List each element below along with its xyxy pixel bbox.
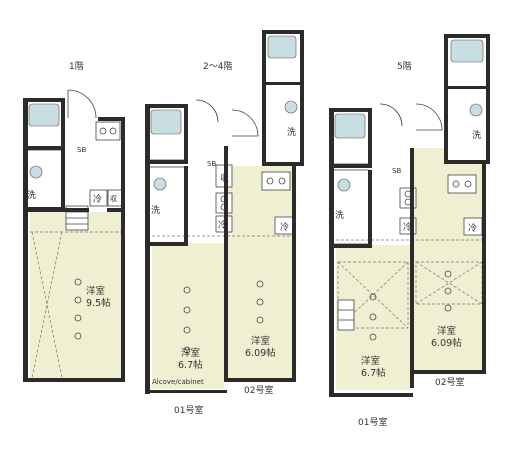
wash-label-5f-02: 洗 xyxy=(472,129,481,141)
stove-icon xyxy=(261,171,291,191)
toilet-icon xyxy=(29,165,43,179)
room-02-label-5f: 02号室 xyxy=(435,376,464,388)
floor-5-plan: 5階 洗 SB 冷 洗 冷 xyxy=(329,34,490,428)
stove-icon xyxy=(95,121,121,141)
room-02-5f-size: 6.09帖 xyxy=(431,337,462,349)
room-01-size: 6.7帖 xyxy=(178,359,203,371)
shoe-box-label-5f: SB xyxy=(392,167,401,175)
shoe-box-label-1f: SB xyxy=(77,146,86,154)
wash-label-02: 洗 xyxy=(287,126,296,138)
ladder-5f xyxy=(337,299,355,331)
room-01-type: 洋室 xyxy=(181,347,200,359)
wash-label-1f: 洗 xyxy=(27,189,36,201)
light-fixture-icon xyxy=(183,286,191,294)
toilet-icon xyxy=(337,178,351,192)
toilet-icon xyxy=(284,100,298,114)
floor-5-label: 5階 xyxy=(397,61,412,72)
fridge-label-5f-02: 冷 xyxy=(468,222,477,234)
room-1f-type: 洋室 xyxy=(86,285,105,297)
bathtub-icon xyxy=(334,113,366,139)
room-02-label-2f: 02号室 xyxy=(244,384,273,396)
fridge-label-01: 冷 xyxy=(218,219,227,231)
room-1f-western xyxy=(30,212,123,380)
room-01-label-5f: 01号室 xyxy=(358,416,387,428)
light-fixture-icon xyxy=(74,278,82,286)
bathtub-icon xyxy=(267,35,297,59)
floor-1-label: 1階 xyxy=(69,61,84,72)
room-01-label-2f: 01号室 xyxy=(174,404,203,416)
wash-label-01: 洗 xyxy=(151,204,160,216)
floor-1-plan: 1階 洗 SB 冷 収 xyxy=(23,61,125,382)
stove-icon xyxy=(447,174,477,194)
toilet-icon xyxy=(469,103,483,117)
room-02-type: 洋室 xyxy=(251,335,270,347)
note-small-01: Alcove/cabinet xyxy=(152,378,204,386)
wash-label-5f-01: 洗 xyxy=(335,209,344,221)
fridge-label-1f: 冷 xyxy=(93,193,102,205)
fridge-label-5f-01: 冷 xyxy=(403,221,412,233)
room-02-western xyxy=(228,166,295,382)
bathtub-icon xyxy=(28,103,60,127)
storage-label-1f: 収 xyxy=(110,195,117,203)
shoe-box-label-01: SB xyxy=(207,160,216,168)
room-01-5f-size: 6.7帖 xyxy=(361,367,386,379)
bathtub-icon xyxy=(150,109,182,135)
toilet-icon xyxy=(153,177,167,191)
room-02-size: 6.09帖 xyxy=(245,347,276,359)
room-02-5f-type: 洋室 xyxy=(437,325,456,337)
bathtub-icon xyxy=(450,39,484,63)
floor-2-4-label: 2〜4階 xyxy=(203,61,232,72)
room-1f-size: 9.5帖 xyxy=(86,297,111,309)
light-fixture-icon xyxy=(369,293,377,301)
room-01-5f-type: 洋室 xyxy=(361,355,380,367)
room-01-western xyxy=(152,243,224,389)
floor-2-4-plan: 2〜4階 洗 SB 収 冷 洗 冷 xyxy=(145,30,304,416)
fridge-label-02: 冷 xyxy=(280,221,289,233)
